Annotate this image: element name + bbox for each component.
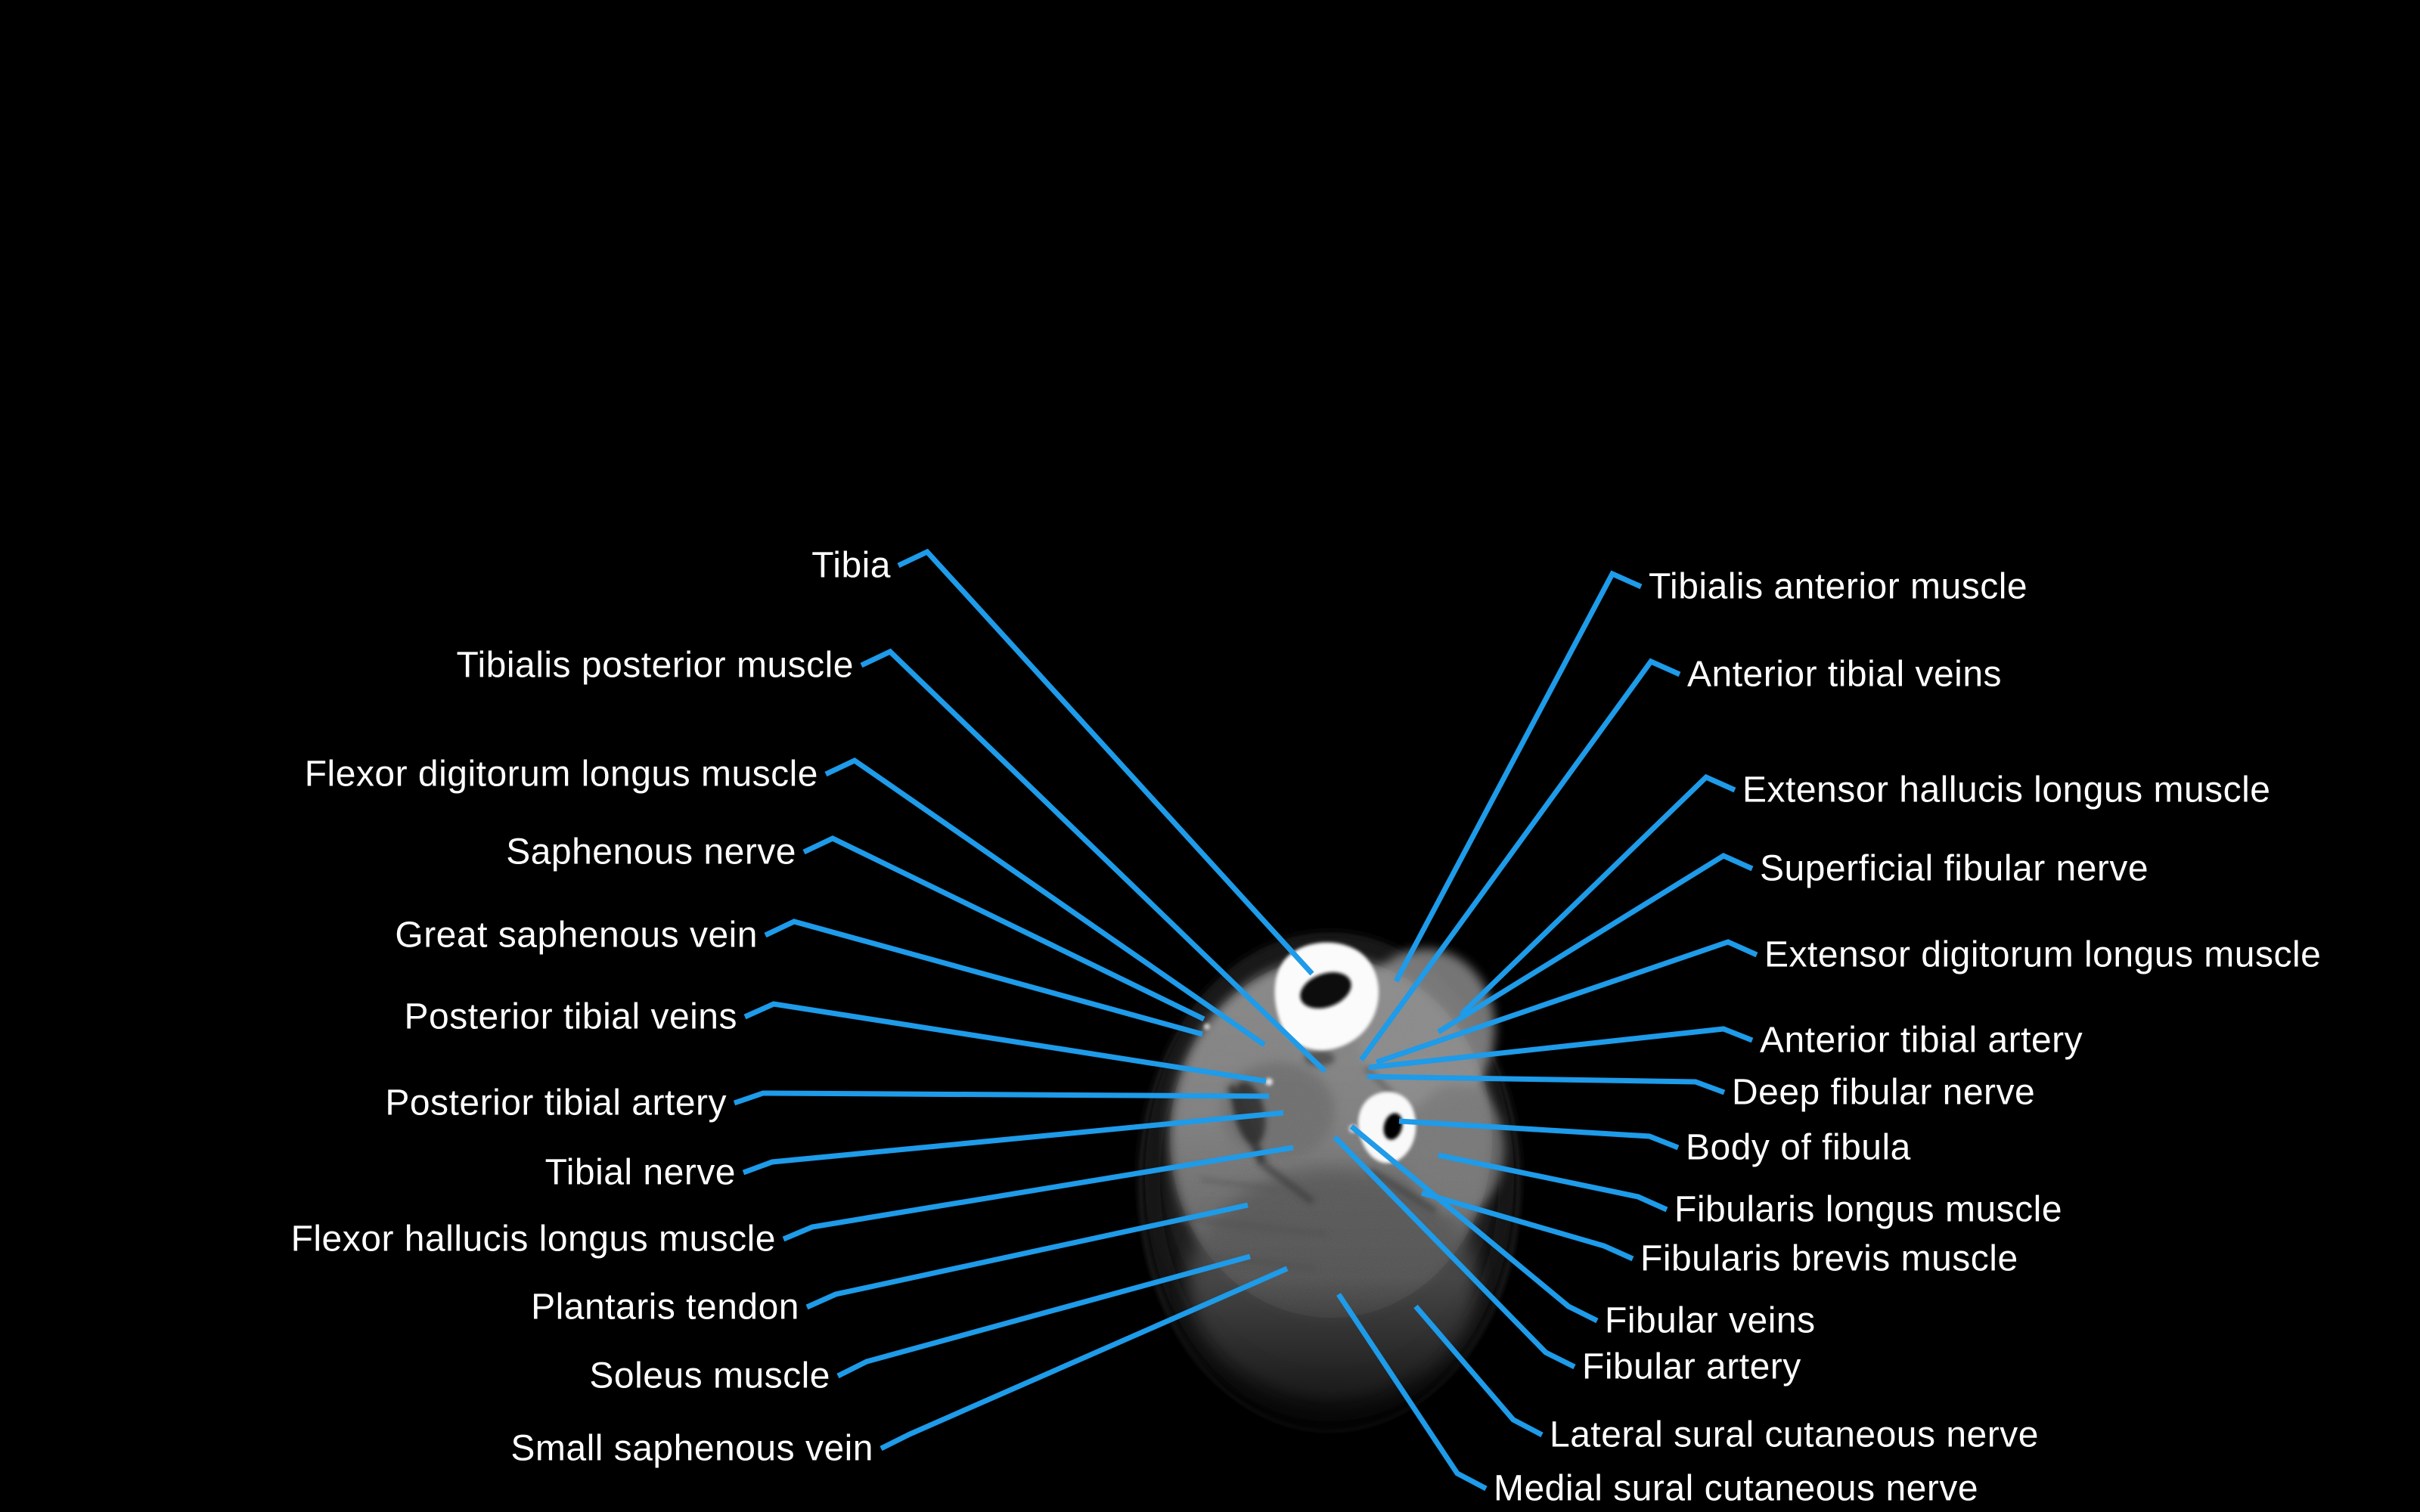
label-saphenous-nerve: Saphenous nerve <box>506 832 796 872</box>
leader-fibular-artery <box>1333 1135 1576 1370</box>
leader-extensor-hallucis-longus-muscle <box>1459 773 1736 1017</box>
leader-small-saphenous-vein <box>880 1266 1289 1452</box>
leader-extensor-digitorum-longus-muscle <box>1375 939 1758 1065</box>
leader-medial-sural-cutaneous-nerve <box>1336 1293 1488 1492</box>
label-superficial-fibular-nerve: Superficial fibular nerve <box>1760 849 2149 889</box>
label-flexor-digitorum-longus-muscle: Flexor digitorum longus muscle <box>305 754 818 795</box>
leader-lateral-sural-cutaneous-nerve <box>1413 1304 1544 1438</box>
label-extensor-digitorum-longus-muscle: Extensor digitorum longus muscle <box>1764 935 2321 975</box>
fibula-medullary-cavity <box>1383 1113 1403 1140</box>
leader-soleus-muscle <box>836 1253 1251 1379</box>
leader-great-saphenous-vein <box>764 919 1203 1037</box>
labels-left: Tibia Tibialis posterior muscle Flexor d… <box>291 546 891 1469</box>
leader-plantaris-tendon <box>805 1202 1249 1310</box>
leader-lines <box>733 548 1758 1492</box>
leader-tibia <box>897 548 1314 976</box>
label-great-saphenous-vein: Great saphenous vein <box>395 916 758 956</box>
leader-flexor-hallucis-longus-muscle <box>782 1145 1294 1242</box>
leader-body-of-fibula <box>1398 1118 1680 1151</box>
label-deep-fibular-nerve: Deep fibular nerve <box>1732 1073 2035 1113</box>
label-fibularis-brevis-muscle: Fibularis brevis muscle <box>1640 1239 2018 1279</box>
leader-superficial-fibular-nerve <box>1437 853 1754 1034</box>
label-flexor-hallucis-longus-muscle: Flexor hallucis longus muscle <box>291 1219 776 1259</box>
label-posterior-tibial-veins: Posterior tibial veins <box>404 997 737 1037</box>
leader-saphenous-nerve <box>802 835 1205 1022</box>
label-posterior-tibial-artery: Posterior tibial artery <box>385 1083 727 1123</box>
label-fibular-veins: Fibular veins <box>1605 1301 1816 1341</box>
leader-anterior-tibial-veins <box>1359 658 1681 1062</box>
label-medial-sural-cutaneous-nerve: Medial sural cutaneous nerve <box>1494 1469 1978 1509</box>
label-fibularis-longus-muscle: Fibularis longus muscle <box>1674 1190 2062 1230</box>
label-plantaris-tendon: Plantaris tendon <box>531 1287 799 1328</box>
label-body-of-fibula: Body of fibula <box>1686 1128 1911 1168</box>
label-lateral-sural-cutaneous-nerve: Lateral sural cutaneous nerve <box>1550 1415 2039 1455</box>
leader-tibialis-anterior-muscle <box>1393 570 1643 983</box>
saphenous-vein-dot <box>1204 1024 1210 1030</box>
label-anterior-tibial-veins: Anterior tibial veins <box>1687 655 2002 695</box>
leader-flexor-digitorum-longus-muscle <box>824 757 1266 1047</box>
tibia-medullary-cavity <box>1300 972 1351 1009</box>
leader-posterior-tibial-artery <box>733 1090 1270 1106</box>
posterior-tibial-vessels-dot <box>1265 1078 1273 1086</box>
label-tibialis-posterior-muscle: Tibialis posterior muscle <box>456 646 854 686</box>
label-tibialis-anterior-muscle: Tibialis anterior muscle <box>1649 567 2028 607</box>
label-small-saphenous-vein: Small saphenous vein <box>510 1429 873 1469</box>
labels-right: Tibialis anterior muscle Anterior tibial… <box>1494 567 2321 1509</box>
leader-fibularis-longus-muscle <box>1438 1152 1668 1213</box>
label-extensor-hallucis-longus-muscle: Extensor hallucis longus muscle <box>1742 770 2271 810</box>
label-anterior-tibial-artery: Anterior tibial artery <box>1760 1021 2083 1061</box>
leader-fibularis-brevis-muscle <box>1421 1190 1634 1262</box>
leader-posterior-tibial-veins <box>743 1001 1267 1084</box>
label-soleus-muscle: Soleus muscle <box>589 1356 830 1396</box>
leader-deep-fibular-nerve <box>1367 1074 1726 1095</box>
leader-fibular-veins <box>1349 1124 1599 1324</box>
leader-anterior-tibial-artery <box>1368 1026 1754 1070</box>
label-tibial-nerve: Tibial nerve <box>545 1153 736 1193</box>
label-tibia: Tibia <box>811 546 891 586</box>
label-fibular-artery: Fibular artery <box>1582 1347 1801 1387</box>
leader-tibial-nerve <box>742 1110 1284 1176</box>
leader-tibialis-posterior-muscle <box>860 648 1327 1074</box>
